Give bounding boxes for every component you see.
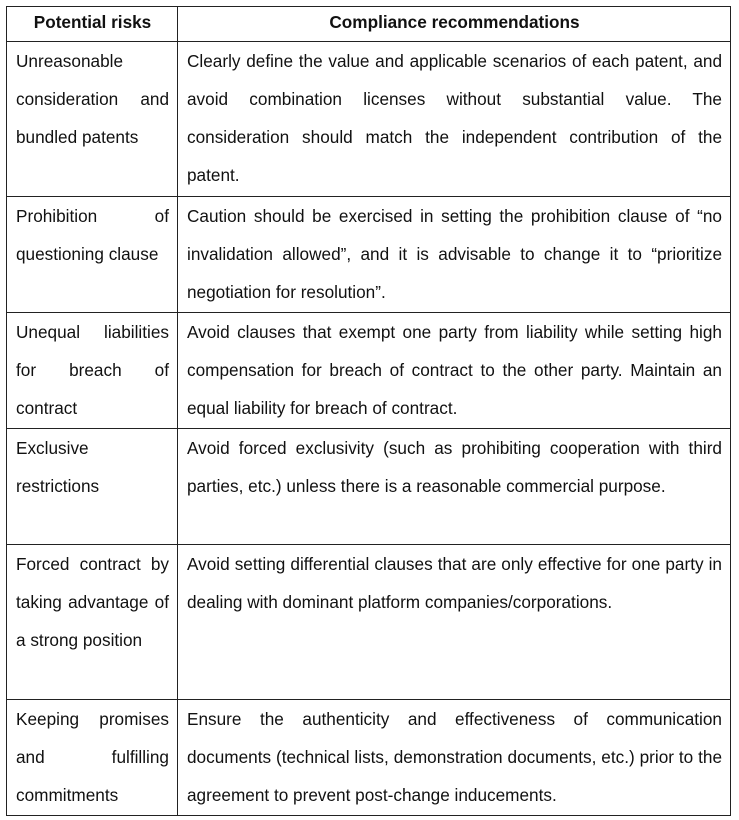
table-row: Forced contract by taking advantage of a… bbox=[6, 544, 731, 700]
header-row: Potential risks Compliance recommendatio… bbox=[6, 6, 731, 42]
table-row: Exclusive restrictions Avoid forced excl… bbox=[6, 428, 731, 545]
table-row: Unequal liabilities for breach of contra… bbox=[6, 312, 731, 429]
recommendation-cell: Avoid forced exclusivity (such as prohib… bbox=[177, 428, 731, 545]
recommendation-cell: Avoid setting differential clauses that … bbox=[177, 544, 731, 700]
table-row: Unreasonable consideration and bundled p… bbox=[6, 41, 731, 197]
header-compliance-recommendations: Compliance recommendations bbox=[177, 6, 731, 42]
recommendation-cell: Clearly define the value and applicable … bbox=[177, 41, 731, 197]
recommendation-cell: Ensure the authenticity and effectivenes… bbox=[177, 699, 731, 816]
risk-cell: Prohibition of questioning clause bbox=[6, 196, 178, 313]
header-potential-risks: Potential risks bbox=[6, 6, 178, 42]
risk-compliance-table: Potential risks Compliance recommendatio… bbox=[6, 6, 731, 816]
table-row: Prohibition of questioning clause Cautio… bbox=[6, 196, 731, 313]
risk-cell: Forced contract by taking advantage of a… bbox=[6, 544, 178, 700]
risk-cell: Unreasonable consideration and bundled p… bbox=[6, 41, 178, 197]
table-body: Unreasonable consideration and bundled p… bbox=[6, 41, 731, 816]
table-row: Keeping promises and fulfilling commitme… bbox=[6, 699, 731, 816]
risk-cell: Unequal liabilities for breach of contra… bbox=[6, 312, 178, 429]
risk-cell: Keeping promises and fulfilling commitme… bbox=[6, 699, 178, 816]
table-header: Potential risks Compliance recommendatio… bbox=[6, 6, 731, 42]
recommendation-cell: Avoid clauses that exempt one party from… bbox=[177, 312, 731, 429]
risk-cell: Exclusive restrictions bbox=[6, 428, 178, 545]
recommendation-cell: Caution should be exercised in setting t… bbox=[177, 196, 731, 313]
